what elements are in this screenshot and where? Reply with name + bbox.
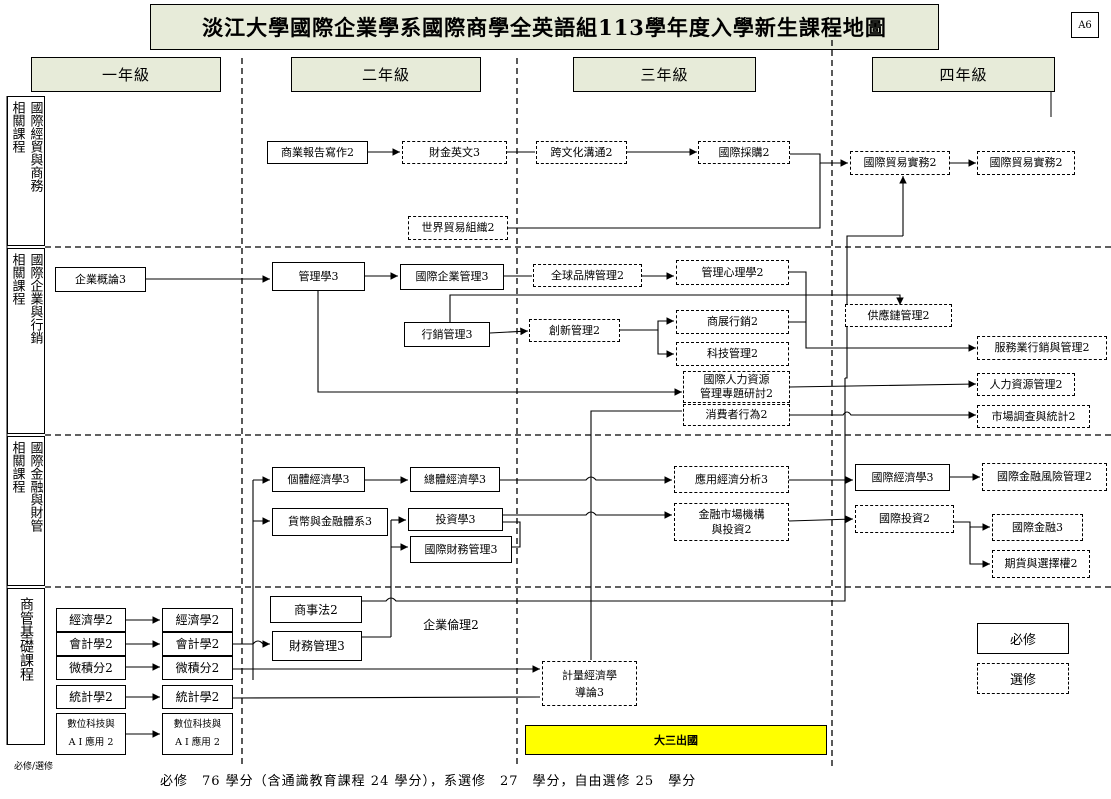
- course-investments: 投資學3: [408, 508, 503, 531]
- year-3-header: 三年級: [573, 57, 756, 92]
- course-innovation-management: 創新管理2: [529, 319, 620, 342]
- course-international-trade-practice-2: 國際貿易實務2: [977, 151, 1075, 175]
- course-intro-business: 企業概論3: [55, 267, 146, 292]
- course-intro-econometrics-line2: 導論3: [575, 685, 604, 699]
- page-tag: A6: [1071, 12, 1099, 38]
- course-macroeconomics: 總體經濟學3: [410, 467, 500, 492]
- course-international-investment: 國際投資2: [855, 505, 954, 533]
- course-international-economics: 國際經濟學3: [855, 464, 950, 491]
- course-cross-cultural-communication: 跨文化溝通2: [536, 141, 627, 164]
- course-business-ethics: 企業倫理2: [403, 609, 499, 641]
- course-microeconomics: 個體經濟學3: [272, 467, 365, 492]
- course-financial-markets-institutions-line2: 與投資2: [711, 523, 752, 536]
- course-exhibition-marketing: 商展行銷2: [676, 310, 789, 334]
- category-trade: 國際經貿與商務 相關課程: [7, 96, 45, 246]
- course-hr-management: 人力資源管理2: [977, 373, 1075, 396]
- course-finance-english: 財金英文3: [402, 141, 507, 164]
- category-finance-suffix: 相關課程: [9, 441, 25, 493]
- course-economics-1: 經濟學2: [56, 608, 126, 632]
- course-technology-management: 科技管理2: [676, 342, 789, 366]
- course-calculus-1: 微積分2: [56, 656, 126, 680]
- course-international-hr-seminar: 國際人力資源 管理專題研討2: [683, 371, 790, 403]
- course-statistics-2: 統計學2: [162, 685, 233, 709]
- course-service-marketing-management: 服務業行銷與管理2: [977, 336, 1107, 360]
- category-trade-suffix: 相關課程: [9, 101, 25, 153]
- category-marketing-name: 國際企業與行銷: [27, 253, 43, 344]
- course-intro-econometrics-line1: 計量經濟學: [562, 668, 617, 682]
- course-money-financial-system: 貨幣與金融體系3: [272, 508, 388, 536]
- category-marketing-suffix: 相關課程: [9, 253, 25, 305]
- course-market-research-statistics: 市場調查與統計2: [977, 405, 1090, 428]
- course-digital-tech-ai-2-line1: 數位科技與: [173, 719, 222, 730]
- course-digital-tech-ai-1: 數位科技與 A I 應用 2: [56, 713, 126, 755]
- category-finance-name: 國際金融與財管: [27, 441, 43, 532]
- course-international-procurement: 國際採購2: [698, 141, 790, 164]
- course-wto: 世界貿易組織2: [408, 216, 508, 240]
- course-financial-markets-institutions-line1: 金融市場機構: [698, 508, 765, 521]
- page-title: 淡江大學國際企業學系國際商學全英語組113學年度入學新生課程地圖: [150, 4, 939, 50]
- course-accounting-2: 會計學2: [162, 632, 233, 656]
- course-global-brand-management: 全球品牌管理2: [533, 264, 642, 287]
- credits-summary: 必修 76 學分（含通識教育課程 24 學分），系選修 27 學分，自由選修 2…: [160, 774, 697, 789]
- course-statistics-1: 統計學2: [56, 685, 126, 709]
- legend-elective: 選修: [977, 663, 1069, 694]
- course-financial-markets-institutions: 金融市場機構 與投資2: [674, 503, 789, 541]
- year-4-header: 四年級: [872, 57, 1055, 92]
- course-futures-options: 期貨與選擇權2: [992, 550, 1090, 578]
- course-international-financial-management: 國際財務管理3: [410, 536, 512, 563]
- course-international-trade-practice-1: 國際貿易實務2: [850, 151, 950, 175]
- course-marketing-management: 行銷管理3: [404, 322, 490, 347]
- course-financial-management: 財務管理3: [272, 631, 362, 661]
- course-digital-tech-ai-1-line2: A I 應用 2: [68, 737, 114, 748]
- footnote-label: 必修/選修: [14, 762, 54, 772]
- course-business-report-writing: 商業報告寫作2: [267, 141, 368, 164]
- study-abroad-banner: 大三出國: [525, 725, 827, 755]
- year-2-header: 二年級: [291, 57, 481, 92]
- course-international-hr-seminar-line2: 管理專題研討2: [700, 387, 773, 400]
- year-1-header: 一年級: [31, 57, 221, 92]
- course-international-business-management: 國際企業管理3: [400, 264, 504, 290]
- category-foundation-name: 商管基礎課程: [18, 597, 34, 681]
- course-digital-tech-ai-2-line2: A I 應用 2: [175, 737, 220, 748]
- course-international-hr-seminar-line1: 國際人力資源: [703, 373, 770, 386]
- course-digital-tech-ai-1-line1: 數位科技與: [67, 719, 115, 730]
- course-accounting-1: 會計學2: [56, 632, 126, 656]
- category-trade-name: 國際經貿與商務: [27, 101, 43, 192]
- course-digital-tech-ai-2: 數位科技與 A I 應用 2: [162, 713, 233, 755]
- course-economics-2: 經濟學2: [162, 608, 233, 632]
- course-management: 管理學3: [272, 262, 365, 291]
- course-calculus-2: 微積分2: [162, 656, 233, 680]
- course-intro-econometrics: 計量經濟學 導論3: [542, 661, 637, 706]
- course-consumer-behavior: 消費者行為2: [683, 404, 790, 426]
- course-international-finance: 國際金融3: [992, 514, 1083, 541]
- course-international-financial-risk-management: 國際金融風險管理2: [982, 463, 1107, 491]
- category-finance: 國際金融與財管 相關課程: [7, 436, 45, 586]
- legend-required: 必修: [977, 623, 1069, 654]
- course-supply-chain-management: 供應鏈管理2: [845, 304, 952, 327]
- course-commercial-law: 商事法2: [270, 596, 362, 623]
- course-management-psychology: 管理心理學2: [676, 260, 789, 285]
- course-applied-economic-analysis: 應用經濟分析3: [674, 466, 789, 493]
